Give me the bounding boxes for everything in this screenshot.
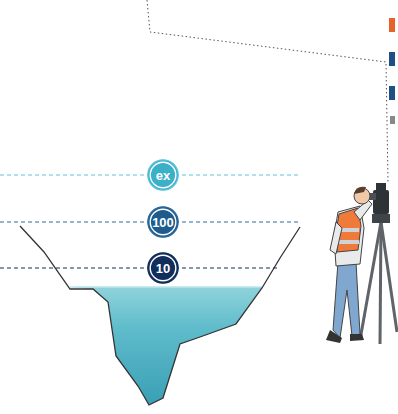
level-label: 100: [152, 216, 174, 229]
level-badge: 100: [147, 206, 179, 238]
title-fragment: [389, 86, 395, 100]
level-badge: 10: [147, 252, 179, 284]
channel-outline: [20, 226, 300, 405]
sight-line: [147, 0, 388, 182]
title-fragment: [389, 52, 395, 66]
level-label: 10: [156, 262, 170, 275]
title-fragment: [389, 18, 395, 32]
title-fragment: [390, 116, 395, 124]
level-line-10: [0, 268, 278, 269]
level-label: ex: [156, 169, 170, 182]
water-surface: [70, 286, 262, 288]
level-badge: ex: [147, 159, 179, 191]
surveyor: [326, 183, 397, 344]
